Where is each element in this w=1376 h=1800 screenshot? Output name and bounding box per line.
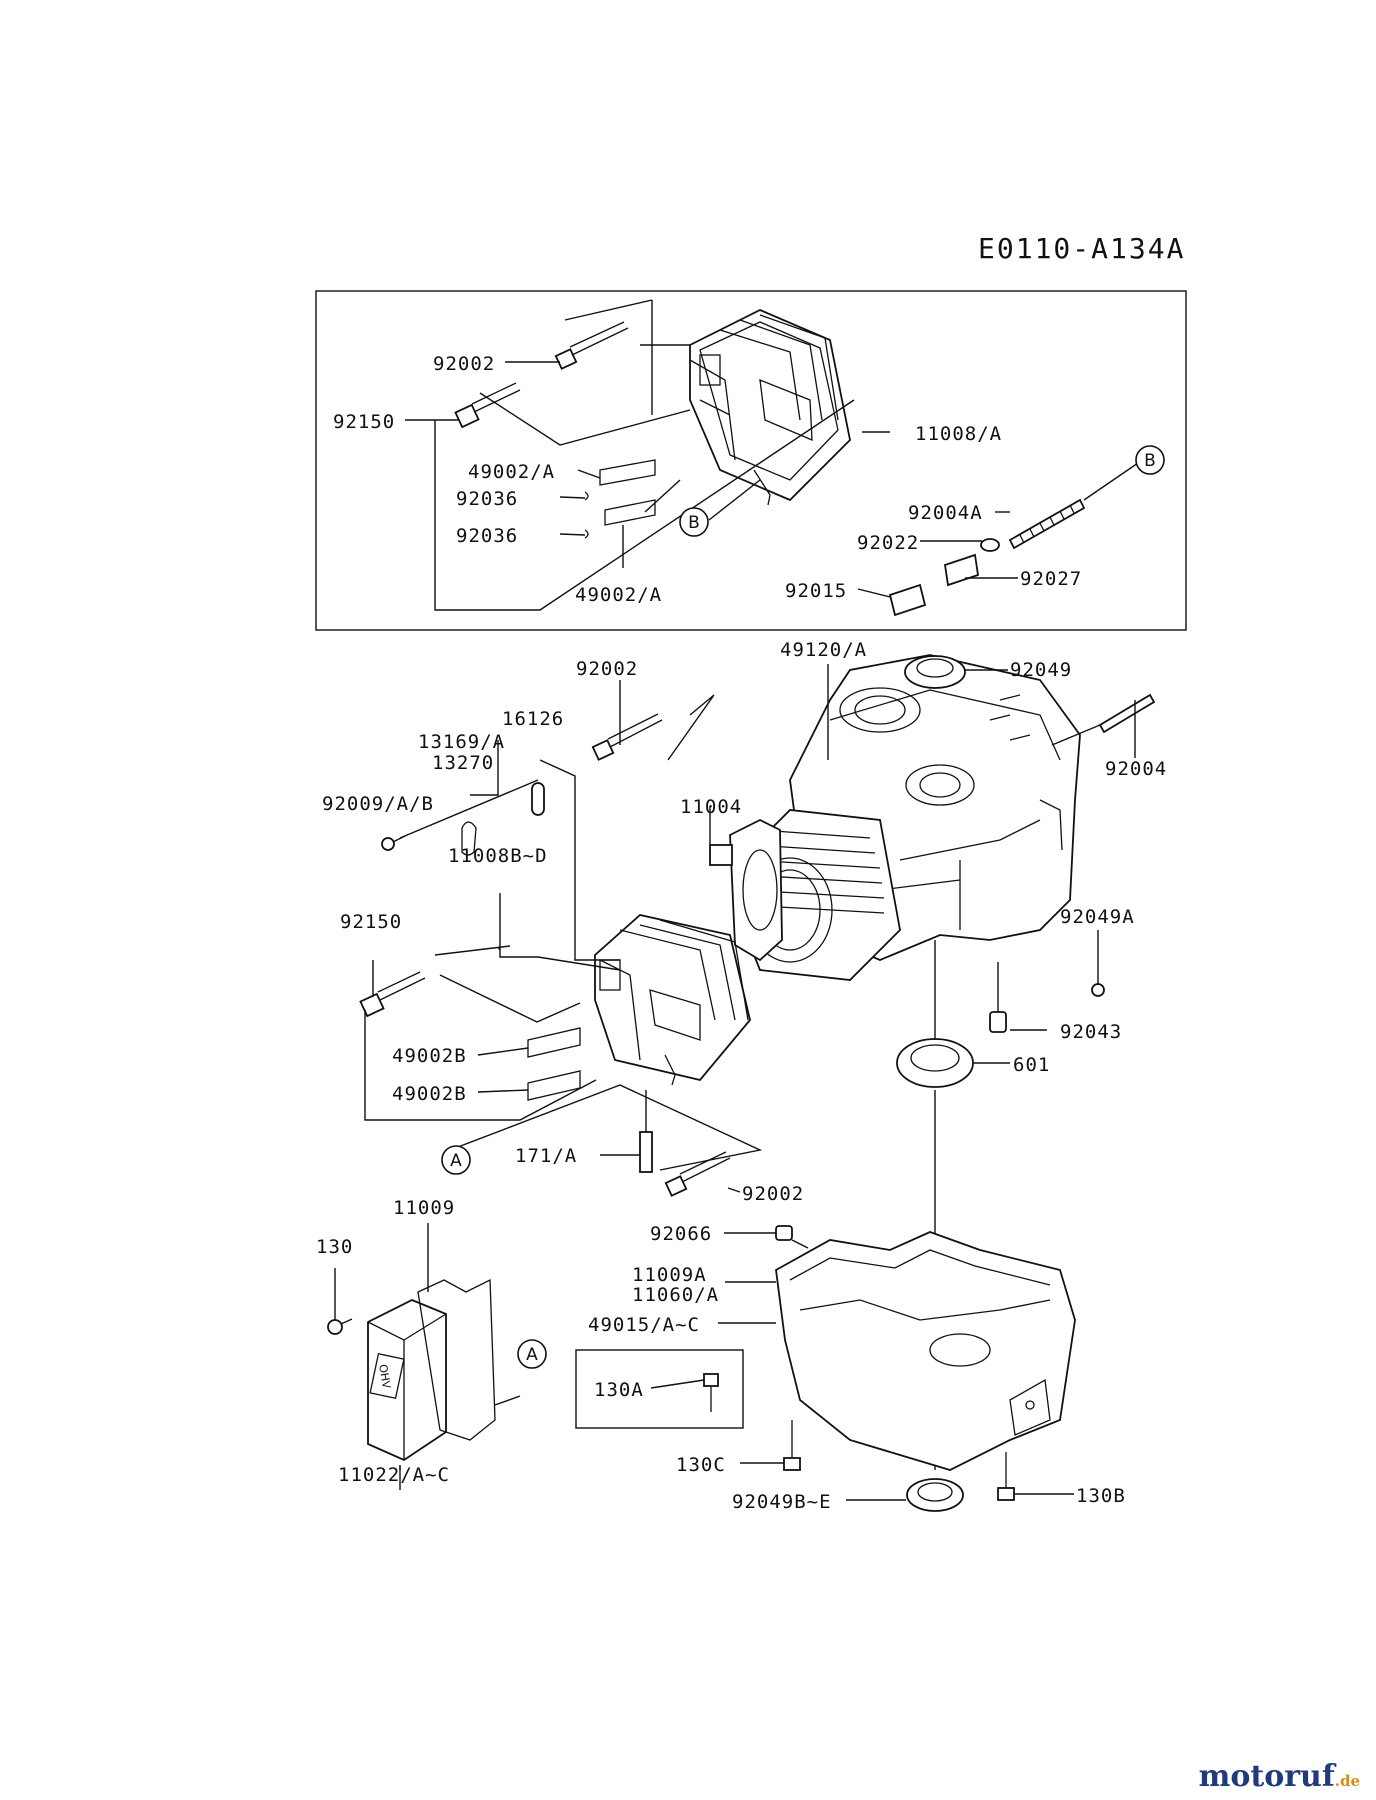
svg-text:A: A [450, 1151, 462, 1171]
label-92009ab: 92009/A/B [322, 793, 434, 815]
dowel-49002a-1 [599, 459, 656, 486]
label-92049be: 92049B~E [732, 1491, 832, 1513]
label-92015: 92015 [785, 580, 847, 602]
bolt-92002-mid-lower [664, 1151, 731, 1197]
label-49002b-1: 49002B [392, 1045, 467, 1067]
plate-16126 [531, 782, 545, 816]
clip-92036-2 [584, 529, 589, 539]
label-49002a-2: 49002/A [575, 584, 662, 606]
spacer-92027 [943, 553, 980, 587]
gasket-small-11004 [709, 844, 733, 866]
callout-a-mid: A [441, 1145, 471, 1175]
svg-text:B: B [1144, 451, 1156, 471]
bolt-130a [703, 1373, 719, 1412]
nut-92015 [888, 583, 927, 617]
bolt-92009ab [381, 835, 406, 851]
label-49002a-1: 49002/A [468, 461, 555, 483]
bolt-92002-top [554, 321, 629, 370]
label-13169a: 13169/A [418, 731, 505, 753]
label-92022: 92022 [857, 532, 919, 554]
clip-92036-1 [584, 491, 589, 501]
oil-pan [775, 1231, 1076, 1471]
label-11022ac: 11022/A~C [338, 1464, 450, 1486]
label-92027: 92027 [1020, 568, 1082, 590]
dowel-92043 [989, 1011, 1007, 1033]
label-92150-top: 92150 [333, 411, 395, 433]
cylinder-head-inset-box [315, 290, 1187, 631]
callout-a-low: A [517, 1339, 547, 1369]
cover-badge: OHV [376, 1363, 393, 1390]
label-11009a: 11009A [632, 1264, 707, 1286]
label-92049a: 92049A [1060, 906, 1135, 928]
label-92004: 92004 [1105, 758, 1167, 780]
stud-92004 [1098, 693, 1156, 734]
gasket-11004 [729, 818, 783, 962]
bolt-92002-mid [591, 713, 663, 761]
seal-92049be [906, 1478, 964, 1512]
label-130: 130 [316, 1236, 353, 1258]
label-130a: 130A [594, 1379, 644, 1401]
label-49120a: 49120/A [780, 639, 867, 661]
leaders-low [334, 1223, 1074, 1501]
label-11060a: 11060/A [632, 1284, 719, 1306]
label-92002-top: 92002 [433, 353, 495, 375]
label-49002b-2: 49002B [392, 1083, 467, 1105]
stud-92004a [1008, 498, 1086, 550]
bolt-130 [327, 1318, 353, 1335]
bolt-130c [783, 1420, 801, 1471]
svg-text:B: B [688, 513, 700, 533]
label-92002-mid: 92002 [576, 658, 638, 680]
label-130c: 130C [676, 1454, 726, 1476]
cylinder-head-top [689, 309, 851, 506]
label-92036-1: 92036 [456, 488, 518, 510]
clip-13169a [461, 821, 477, 856]
stud-171a [639, 1131, 653, 1173]
cylinder-head-mid [594, 914, 751, 1086]
label-49015ac: 49015/A~C [588, 1314, 700, 1336]
dowel-49002b-1 [527, 1027, 581, 1058]
label-92004a: 92004A [908, 502, 983, 524]
bolt-92150-top [454, 382, 521, 429]
washer-92022 [980, 538, 1000, 552]
bolt-130a-box [575, 1349, 744, 1429]
label-13270: 13270 [432, 752, 494, 774]
dowel-49002a-2 [604, 499, 656, 526]
callout-b-top-right: B [1135, 445, 1165, 475]
seal-92049 [904, 655, 966, 689]
nut-92049a [1091, 983, 1105, 997]
dowel-49002b-2 [527, 1070, 581, 1101]
label-92150-mid: 92150 [340, 911, 402, 933]
rocker-cover: OHV [367, 1299, 447, 1462]
label-92066: 92066 [650, 1223, 712, 1245]
diagram-code: E0110-A134A [978, 232, 1185, 265]
label-92002-mid-lower: 92002 [742, 1183, 804, 1205]
label-92043: 92043 [1060, 1021, 1122, 1043]
plug-92066 [775, 1225, 793, 1241]
label-11008a: 11008/A [915, 423, 1002, 445]
bearing-601 [896, 1038, 974, 1088]
bolt-130b [997, 1452, 1015, 1501]
label-171a: 171/A [515, 1145, 577, 1167]
watermark-logo: motoruf.de [1198, 1759, 1360, 1794]
label-11004: 11004 [680, 796, 742, 818]
label-601: 601 [1013, 1054, 1050, 1076]
label-92049: 92049 [1010, 659, 1072, 681]
svg-text:A: A [526, 1345, 538, 1365]
label-11008bd: 11008B~D [448, 845, 548, 867]
label-92036-2: 92036 [456, 525, 518, 547]
label-130b: 130B [1076, 1485, 1126, 1507]
leaders-top [405, 299, 1139, 611]
label-16126: 16126 [502, 708, 564, 730]
callout-b-top-left: B [679, 507, 709, 537]
bolt-92150-mid [359, 971, 426, 1018]
gasket-11009 [417, 1278, 496, 1441]
label-11009: 11009 [393, 1197, 455, 1219]
